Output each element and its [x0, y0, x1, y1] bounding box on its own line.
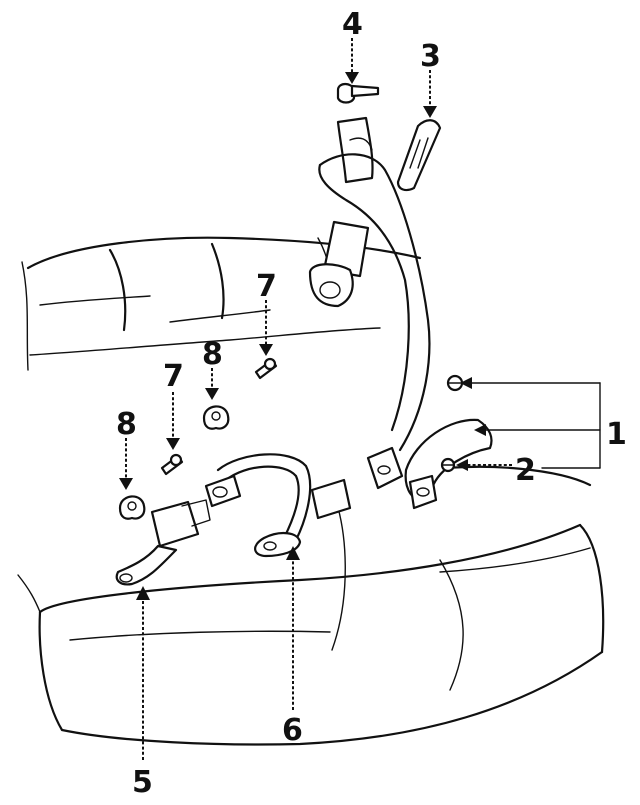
part-4-bolt: [336, 82, 380, 104]
part-7-bolts: [160, 357, 278, 476]
leader-lines: [119, 38, 601, 760]
callout-6: 6: [282, 713, 303, 748]
callout-1: 1: [606, 417, 627, 452]
part-8-covers: [118, 405, 230, 520]
callout-7-right: 7: [256, 269, 277, 304]
callout-5: 5: [132, 765, 153, 800]
callout-2: 2: [515, 453, 536, 488]
callout-8-right: 8: [202, 337, 223, 372]
shoulder-belt: [308, 116, 431, 490]
part-3-bracket: [396, 119, 442, 192]
callout-labels: 4 3 7 8 7 8 1 2 6 5: [116, 7, 627, 800]
seat-cushion: [17, 465, 605, 746]
part-5-buckle: [115, 499, 211, 586]
callout-7-left: 7: [163, 359, 184, 394]
callout-3: 3: [420, 39, 441, 74]
callout-4: 4: [342, 7, 363, 42]
callout-8-left: 8: [116, 407, 137, 442]
part-6-center-belt: [204, 453, 352, 558]
